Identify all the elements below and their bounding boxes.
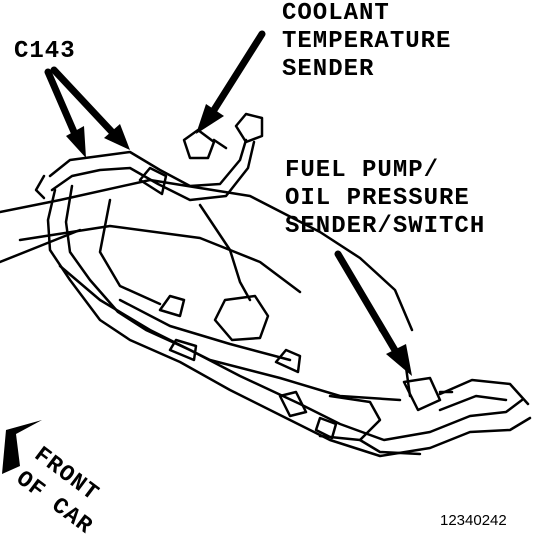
- coolant-leader-arrow: [210, 30, 266, 114]
- fuel-label-line-2: OIL PRESSURE: [285, 185, 470, 212]
- coolant-temperature-sender: [182, 112, 264, 160]
- c143-leader-arrow-left: [44, 68, 78, 136]
- coolant-label-line-2: TEMPERATURE: [282, 28, 452, 55]
- fuel-label-line-1: FUEL PUMP/: [285, 157, 440, 184]
- oil-pressure-sender: [402, 376, 454, 412]
- coolant-label-line-1: COOLANT: [282, 0, 390, 27]
- coolant-temperature-sender-label: COOLANT TEMPERATURE SENDER: [282, 0, 451, 84]
- leader-arrows: [44, 30, 400, 356]
- figure-part-number: 12340242: [440, 512, 507, 529]
- coolant-label-line-3: SENDER: [282, 56, 375, 83]
- front-of-car-arrow: [2, 420, 42, 474]
- c143-connector-label: C143: [14, 38, 76, 66]
- c143-label-text: C143: [14, 38, 76, 65]
- c143-leader-arrow-right: [50, 66, 116, 136]
- wiring-harness: [34, 138, 532, 458]
- fuel-pump-oil-pressure-label: FUEL PUMP/ OIL PRESSURE SENDER/SWITCH: [285, 157, 485, 241]
- arrowheads: [66, 104, 412, 376]
- fuel-pump-leader-arrow: [334, 250, 400, 356]
- fuel-label-line-3: SENDER/SWITCH: [285, 213, 486, 240]
